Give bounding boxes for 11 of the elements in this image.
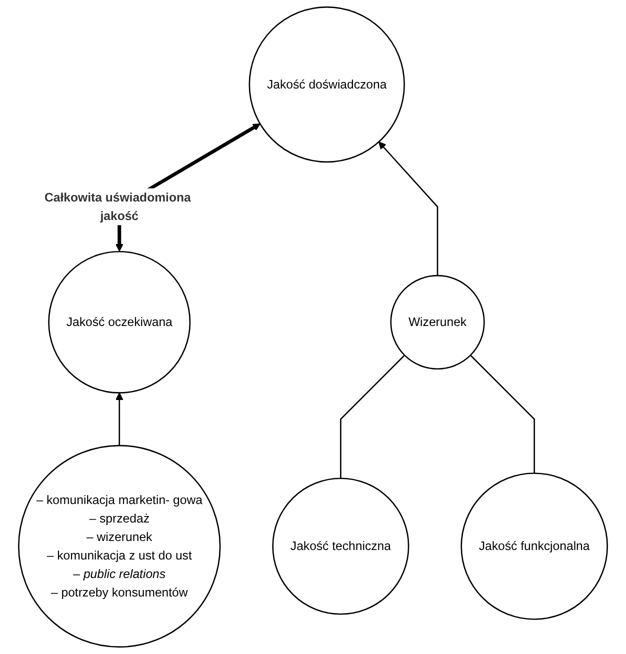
node-circle: Jakość doświadczona bbox=[248, 6, 405, 163]
connector bbox=[470, 354, 535, 474]
node-circle: – komunikacja marketin- gowa – sprzedaż – wizerunek – komunikacja z ust do ust – public relations – potrzeby konsumentów bbox=[18, 444, 221, 648]
node-circle: Wizerunek bbox=[390, 274, 485, 370]
arrow bbox=[116, 392, 124, 446]
node-circle: Jakość funkcjonalna bbox=[460, 472, 608, 620]
arrow bbox=[378, 142, 438, 276]
connector bbox=[340, 354, 406, 478]
node-circle: Jakość techniczna bbox=[272, 478, 410, 615]
node-circle: Jakość oczekiwana bbox=[48, 250, 191, 394]
edge-label: Całkowita uświadomiona jakość bbox=[44, 190, 191, 223]
